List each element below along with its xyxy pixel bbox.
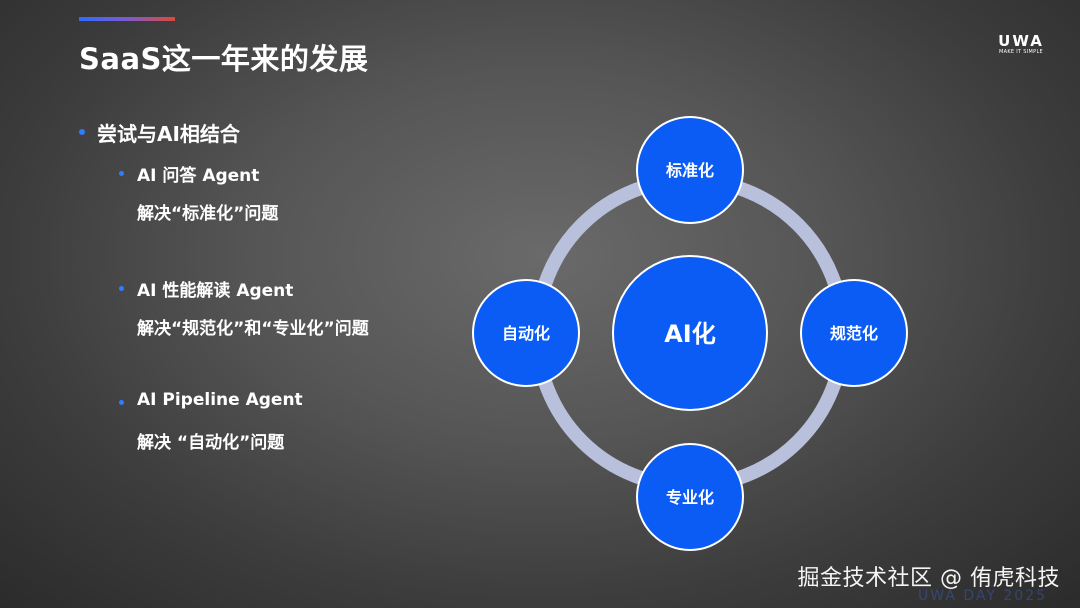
bullet-dot	[119, 400, 124, 405]
agent-detail: 解决 “自动化”问题	[137, 433, 285, 453]
agent-title: AI 性能解读 Agent	[137, 281, 294, 301]
top-node-label: 标准化	[665, 161, 714, 180]
bullet-dot	[119, 286, 124, 291]
left-node	[472, 279, 580, 387]
main-bullet: 尝试与AI相结合	[97, 122, 240, 146]
left-node-label: 自动化	[502, 324, 550, 343]
watermark: 掘金技术社区 @ 侑虎科技	[797, 566, 1060, 591]
logo-tagline: MAKE IT SIMPLE	[998, 49, 1043, 55]
title-accent-bar	[79, 17, 175, 21]
bottom-node-label: 专业化	[666, 488, 714, 507]
logo-word: UWA	[998, 32, 1044, 50]
center-node	[612, 255, 768, 411]
footer-event-logo: UWA DAY 2025	[918, 588, 1048, 604]
bullet-dot	[119, 171, 124, 176]
agent-detail: 解决“标准化”问题	[137, 204, 279, 224]
agent-title: AI 问答 Agent	[137, 166, 260, 186]
center-node-label: AI化	[664, 320, 716, 348]
slide-title: SaaS这一年来的发展	[79, 42, 369, 76]
uwa-logo: UWA MAKE IT SIMPLE	[993, 34, 1049, 56]
right-node	[800, 279, 908, 387]
top-node	[636, 116, 744, 224]
bottom-node	[636, 443, 744, 551]
agent-detail: 解决“规范化”和“专业化”问题	[137, 319, 369, 339]
agent-title: AI Pipeline Agent	[137, 390, 303, 410]
bullet-dot	[79, 129, 85, 135]
right-node-label: 规范化	[830, 324, 878, 343]
